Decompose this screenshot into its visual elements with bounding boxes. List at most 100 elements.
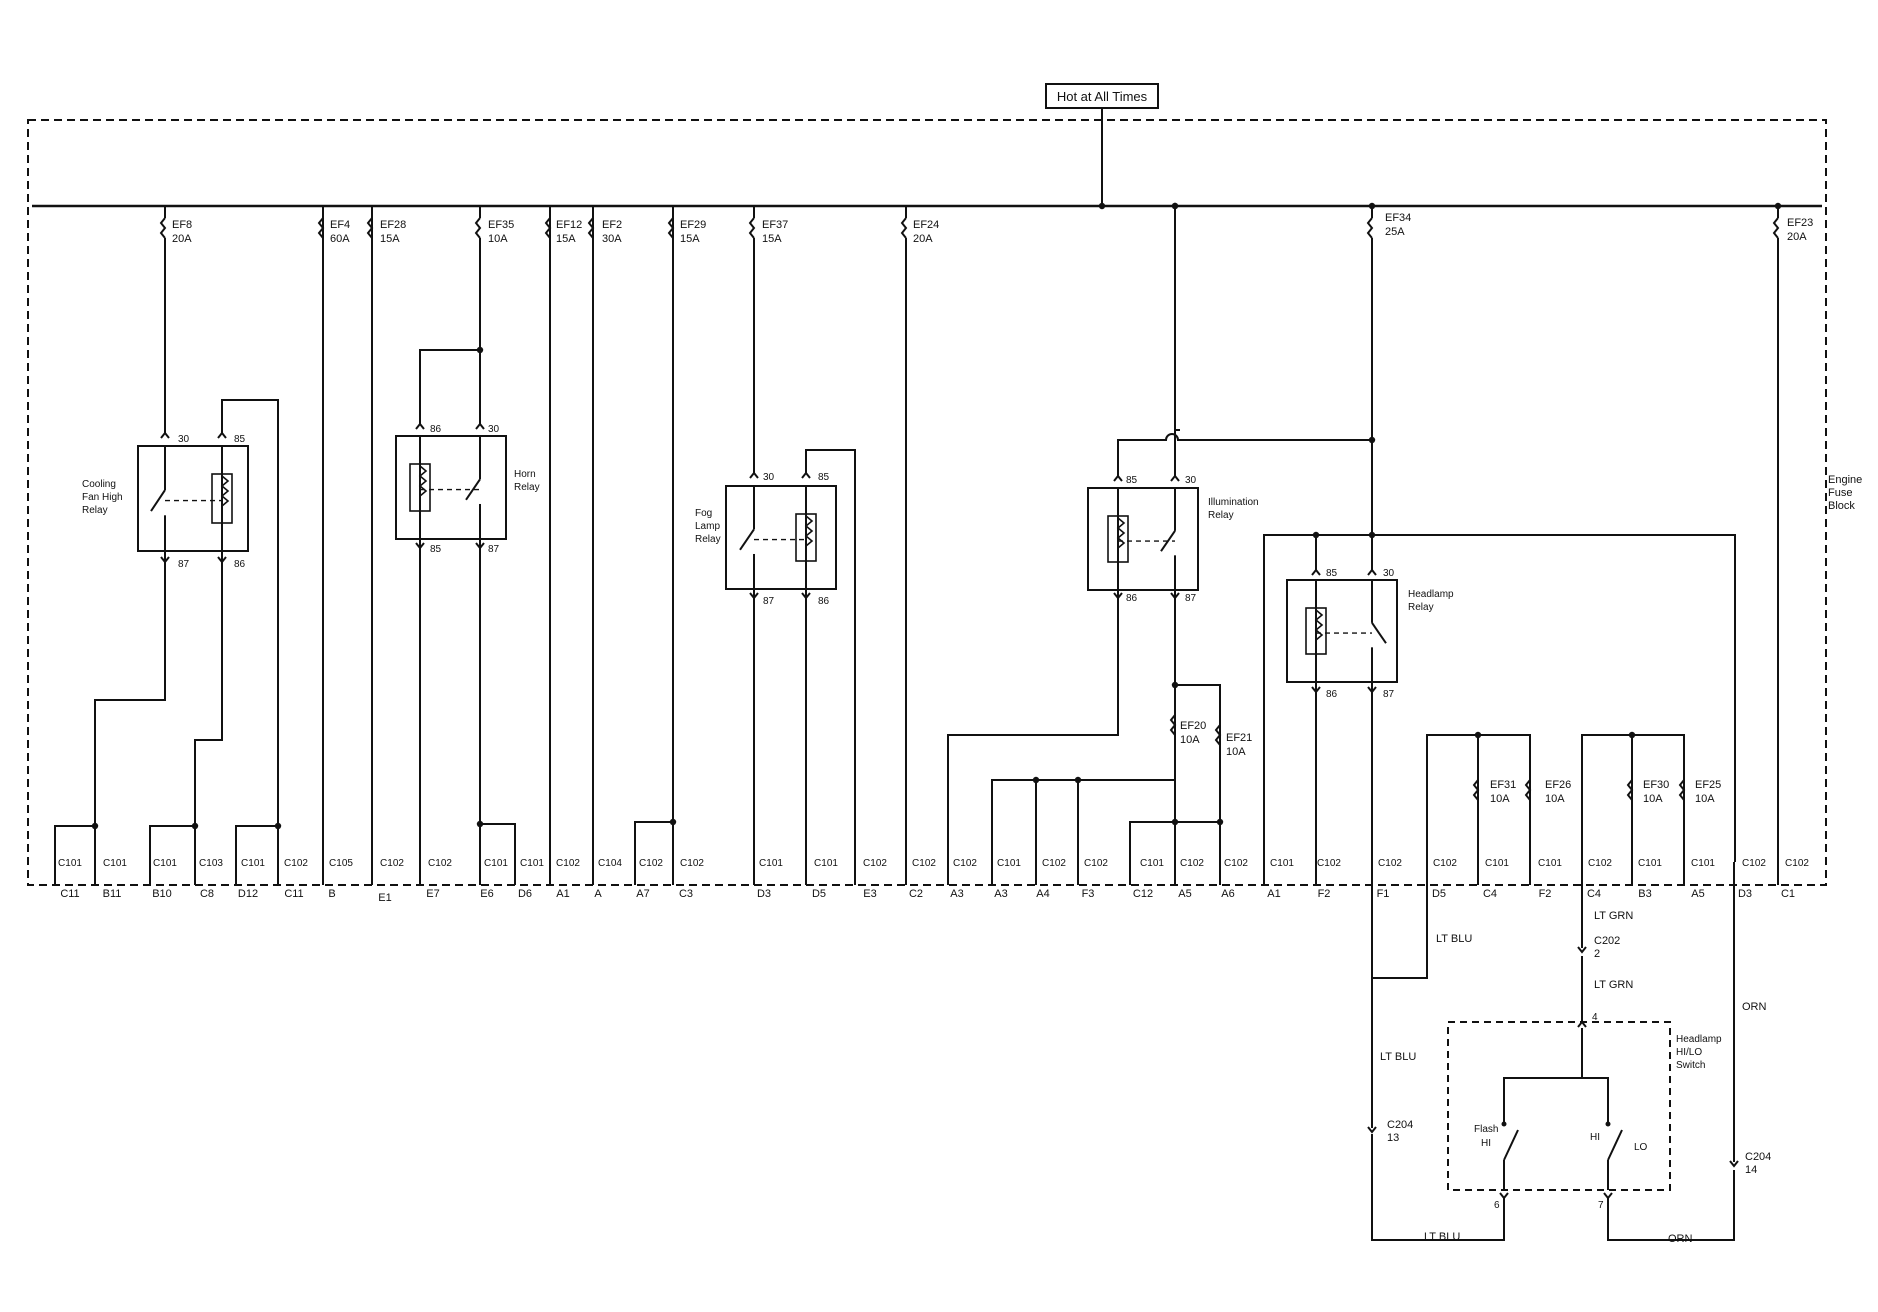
conn-24-name: C102 xyxy=(1180,858,1204,869)
wire-illum-ef20 xyxy=(991,755,1176,862)
conn-35-pin: D3 xyxy=(1738,888,1752,900)
wire-label-lt-blu-1: LT BLU xyxy=(1436,933,1472,945)
conn-28-name: C102 xyxy=(1378,858,1402,869)
pin-arrow xyxy=(1170,592,1180,600)
conn-23-name: C101 xyxy=(1140,858,1164,869)
wire-horn-86 xyxy=(419,206,481,424)
conn-36-pin: C1 xyxy=(1781,888,1795,900)
connector-chevron xyxy=(1729,1160,1739,1168)
fuse-ef8-id: EF8 xyxy=(172,219,192,231)
conn-30-name: C101 xyxy=(1485,858,1509,869)
fuse-symbol xyxy=(1678,779,1686,801)
conn-17-pin: E3 xyxy=(863,888,876,900)
wire-cf-splice xyxy=(54,825,96,862)
conn-27-pin: F2 xyxy=(1318,888,1331,900)
conn-9-name: C101 xyxy=(484,858,508,869)
conn-33-pin: B3 xyxy=(1638,888,1651,900)
relay-headlamp-pin-86: 86 xyxy=(1326,689,1338,700)
conn-20-pin: A3 xyxy=(994,888,1007,900)
relay-coil-box xyxy=(795,513,817,562)
relay-coil-box xyxy=(409,463,431,512)
pin-arrow xyxy=(217,556,227,564)
wire-label-orn-1: ORN xyxy=(1742,1001,1767,1013)
pin-arrow xyxy=(1311,568,1321,576)
relay-horn-pin-85: 85 xyxy=(430,544,442,555)
switch-name-1: Headlamp xyxy=(1676,1034,1722,1045)
relay-horn-name-1: Horn xyxy=(514,469,536,480)
fuse-ef2-rating: 30A xyxy=(602,233,622,245)
fuse-ef37-id: EF37 xyxy=(762,219,788,231)
hot-at-all-times-box: Hot at All Times xyxy=(1045,83,1159,109)
relay-cooling-fan-name-1: Cooling xyxy=(82,479,116,490)
conn-5-pin: C11 xyxy=(284,888,303,900)
fuse-ef31-id: EF31 xyxy=(1490,779,1516,791)
switch-right-contact-2: LO xyxy=(1634,1142,1648,1153)
relay-headlamp-pin-30: 30 xyxy=(1383,568,1395,579)
switch-name-2: HI/LO xyxy=(1676,1047,1702,1058)
relay-illumination-pin-85: 85 xyxy=(1126,475,1138,486)
pin-arrow xyxy=(160,556,170,564)
pin-arrow xyxy=(217,431,227,439)
wire-cf-86 xyxy=(194,551,223,826)
conn-32-pin: C4 xyxy=(1587,888,1601,900)
splice-dot xyxy=(1171,202,1179,210)
switch-right-contact-1: HI xyxy=(1590,1132,1600,1143)
fuse-ef2-id: EF2 xyxy=(602,219,622,231)
fuse-ef25-rating: 10A xyxy=(1695,793,1715,805)
relay-switch-blade xyxy=(739,528,755,551)
pin-arrow xyxy=(1603,1192,1613,1200)
conn-33-name: C101 xyxy=(1638,858,1662,869)
wire-illum-85-cross xyxy=(1117,433,1372,476)
relay-horn-name-2: Relay xyxy=(514,482,540,493)
splice-dot xyxy=(1074,776,1082,784)
conn-35-name: C102 xyxy=(1742,858,1766,869)
wire-cf-splice2 xyxy=(149,825,196,862)
switch-contact xyxy=(1605,1121,1611,1127)
fuse-ef23-id: EF23 xyxy=(1787,217,1813,229)
conn-25-name: C102 xyxy=(1224,858,1248,869)
wire-illum-branch xyxy=(1035,780,1079,862)
conn-4-name: C101 xyxy=(241,858,265,869)
relay-labels: Cooling Fan High Relay 30 85 87 86 Horn … xyxy=(82,424,1454,700)
conn-19-pin: A3 xyxy=(950,888,963,900)
conn-26-name: C101 xyxy=(1270,858,1294,869)
conn-34-pin: A5 xyxy=(1691,888,1704,900)
conn-21-name: C102 xyxy=(1042,858,1066,869)
conn-28-pin: F1 xyxy=(1377,888,1390,900)
relay-headlamp-name-2: Relay xyxy=(1408,602,1434,613)
fuse-ef24-rating: 20A xyxy=(913,233,933,245)
pin-arrow xyxy=(1170,474,1180,482)
switch-pin-left: 6 xyxy=(1494,1200,1500,1211)
wire-lt-blu-loop xyxy=(1371,885,1428,979)
conn-12-pin: A xyxy=(594,888,602,900)
fuse-ef20-rating: 10A xyxy=(1180,734,1200,746)
relay-switch-blade xyxy=(1371,622,1387,644)
conn-11-name: C102 xyxy=(556,858,580,869)
relay-cooling-fan-name-2: Fan High xyxy=(82,492,123,503)
c204-13-name: C204 xyxy=(1387,1119,1413,1131)
splice-dot xyxy=(191,822,199,830)
wire-label-lt-blu-3: LT BLU xyxy=(1424,1231,1460,1243)
relay-coil-box xyxy=(1107,515,1129,563)
relay-coil-zigzag xyxy=(220,475,230,507)
conn-14-name: C102 xyxy=(680,858,704,869)
conn-8-pin: E7 xyxy=(426,888,439,900)
splice-dot xyxy=(669,818,677,826)
conn-12-name: C104 xyxy=(598,858,622,869)
conn-26-pin: A1 xyxy=(1267,888,1280,900)
conn-17-name: C102 xyxy=(863,858,887,869)
fuse-ef4-rating: 60A xyxy=(330,233,350,245)
fuse-block-outline xyxy=(27,119,1827,886)
relay-coil-box xyxy=(1305,607,1327,655)
switch-pin-top: 4 xyxy=(1592,1012,1598,1023)
wire-label-lt-grn-2: LT GRN xyxy=(1594,979,1633,991)
relay-box xyxy=(725,485,837,590)
relay-horn-pin-30: 30 xyxy=(488,424,500,435)
relay-horn-pin-86: 86 xyxy=(430,424,442,435)
fuse-ef29-id: EF29 xyxy=(680,219,706,231)
conn-15-pin: D3 xyxy=(757,888,771,900)
conn-6-name: C105 xyxy=(329,858,353,869)
splice-dot xyxy=(1171,818,1179,826)
conn-2-pin: B10 xyxy=(152,888,172,900)
c202-name: C202 xyxy=(1594,935,1620,947)
